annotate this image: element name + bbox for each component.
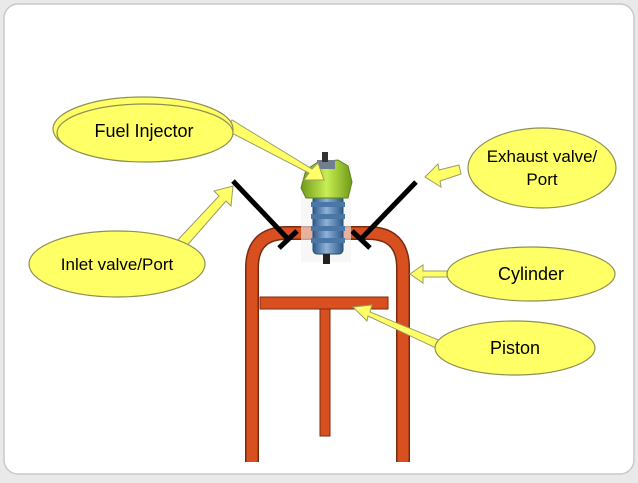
- arrow-fuel-injector: [225, 119, 325, 181]
- cylinder-label: Cylinder: [498, 264, 564, 284]
- callout-fuel-injector: Fuel Injector: [52, 96, 234, 163]
- callout-exhaust-valve: Exhaust valve/ Port: [467, 127, 617, 209]
- fuel-injector-image: [300, 152, 353, 264]
- inlet-valve-label: Inlet valve/Port: [61, 255, 174, 274]
- arrow-exhaust-valve: [424, 162, 462, 189]
- callout-cylinder: Cylinder: [446, 246, 616, 302]
- fuel-injector-label: Fuel Injector: [94, 121, 193, 141]
- arrow-piston: [351, 304, 442, 350]
- exhaust-valve-label-line2: Port: [526, 170, 557, 189]
- exhaust-valve-label-line1: Exhaust valve/: [487, 147, 598, 166]
- piston-rod: [319, 308, 331, 437]
- callout-piston: Piston: [434, 320, 596, 376]
- callout-inlet-valve: Inlet valve/Port: [28, 230, 206, 298]
- arrow-cylinder: [409, 264, 450, 284]
- arrow-inlet-valve: [174, 185, 234, 251]
- inlet-valve: [231, 179, 299, 250]
- exhaust-valve: [350, 180, 418, 250]
- piston-label: Piston: [490, 338, 540, 358]
